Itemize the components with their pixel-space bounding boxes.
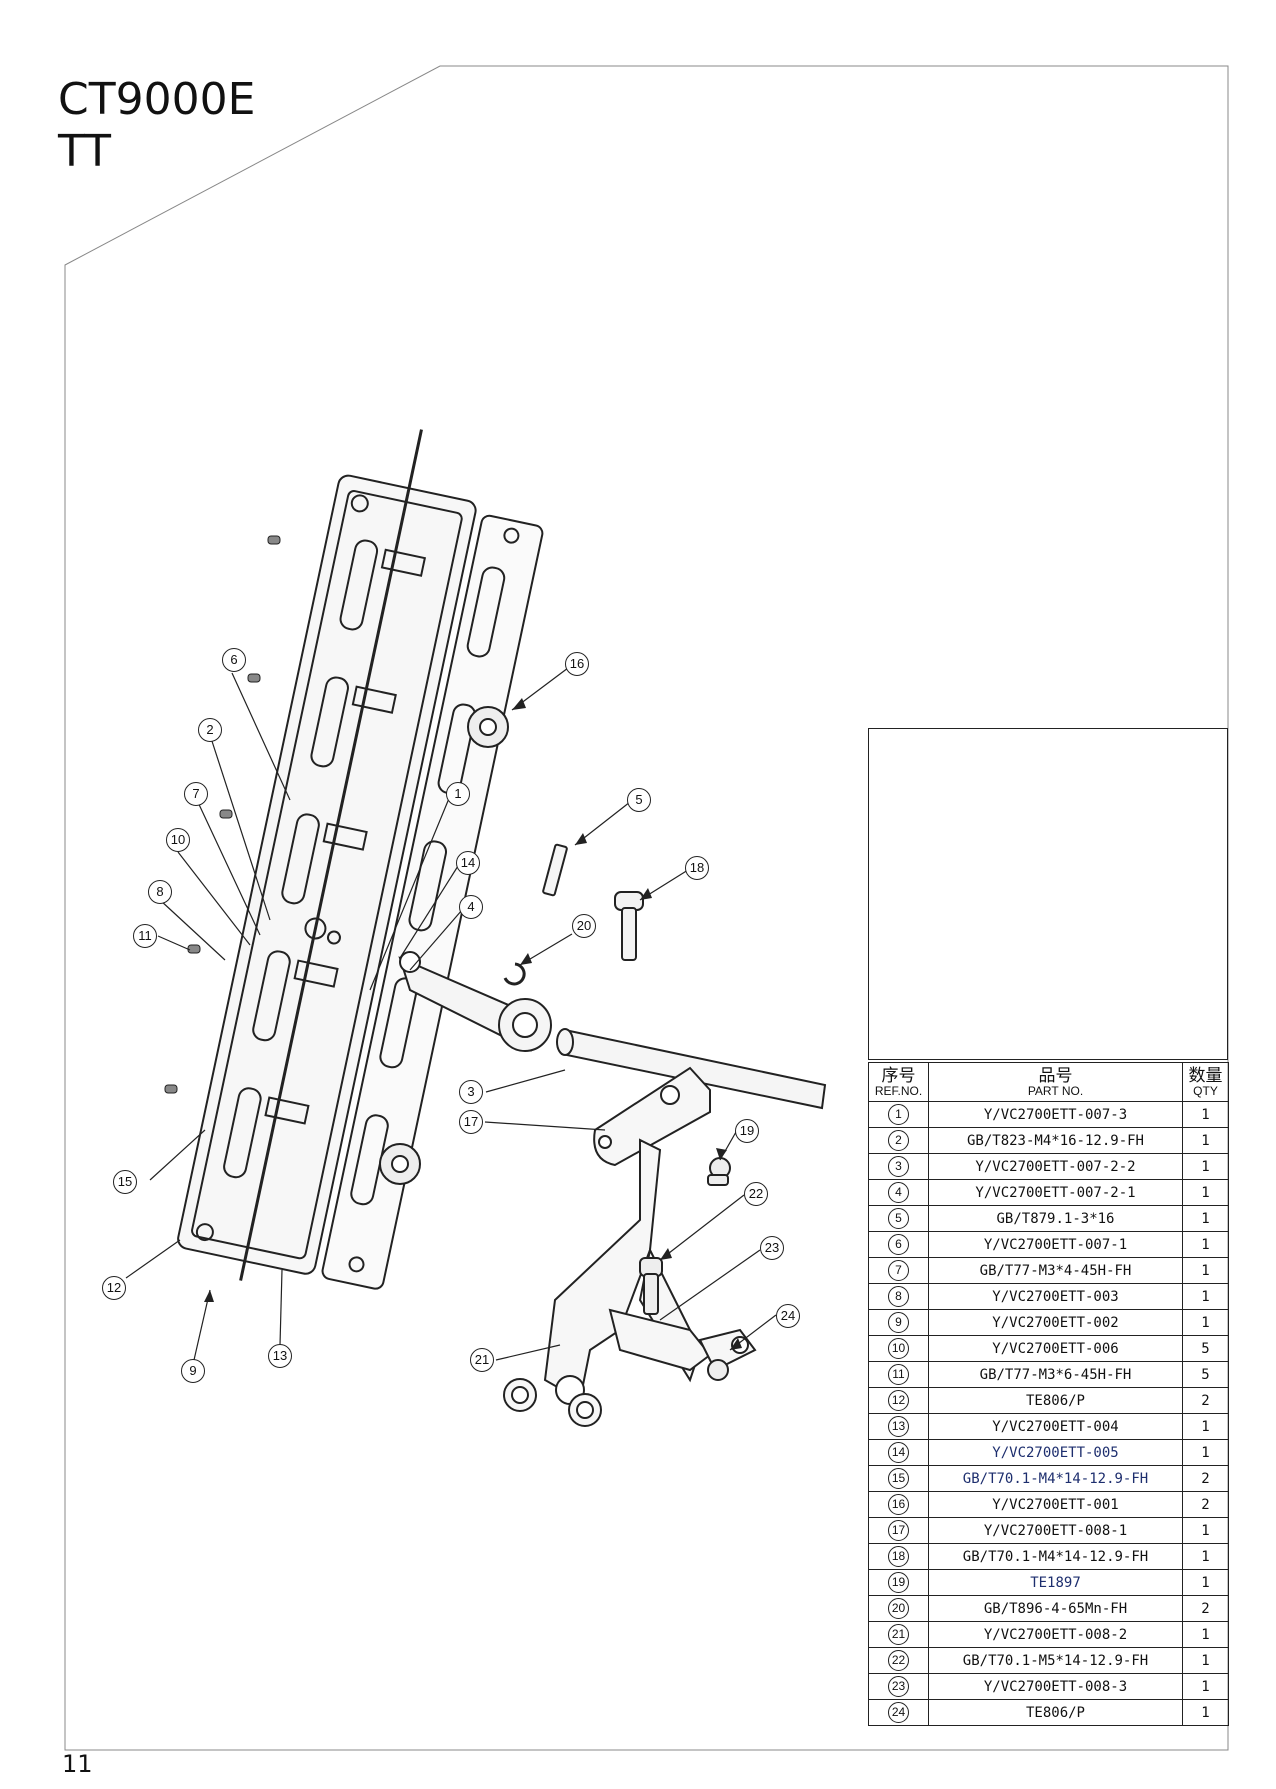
callout-22: 22: [744, 1182, 768, 1206]
main-plate-assembly: [177, 429, 544, 1290]
callout-16: 16: [565, 652, 589, 676]
pin-5: [542, 843, 568, 897]
callout-17: 17: [459, 1110, 483, 1134]
page-frame: [64, 65, 1229, 1751]
callout-5: 5: [627, 788, 651, 812]
callout-20: 20: [572, 914, 596, 938]
leader-lines: [125, 667, 777, 1361]
callout-9: 9: [181, 1359, 205, 1383]
screw-22: [639, 1257, 663, 1315]
spacer-16a: [467, 706, 509, 748]
link-arm: [398, 951, 552, 1052]
model-subtitle: TT: [58, 126, 111, 177]
callout-14: 14: [456, 851, 480, 875]
callout-19: 19: [735, 1119, 759, 1143]
callout-1: 1: [446, 782, 470, 806]
page-number: 11: [62, 1750, 93, 1778]
callout-15: 15: [113, 1170, 137, 1194]
nut-24: [707, 1359, 729, 1381]
callout-3: 3: [459, 1080, 483, 1104]
callout-2: 2: [198, 718, 222, 742]
callout-23: 23: [760, 1236, 784, 1260]
callout-4: 4: [459, 895, 483, 919]
callout-11: 11: [133, 924, 157, 948]
callout-18: 18: [685, 856, 709, 880]
callout-6: 6: [222, 648, 246, 672]
model-title: CT9000E: [58, 74, 256, 125]
callout-10: 10: [166, 828, 190, 852]
callout-8: 8: [148, 880, 172, 904]
screw-18: [614, 891, 644, 961]
shaft-3: [556, 1028, 827, 1110]
callout-21: 21: [470, 1348, 494, 1372]
callout-24: 24: [776, 1304, 800, 1328]
spacer-16b: [379, 1143, 421, 1185]
arrow-heads: [204, 698, 742, 1350]
callout-13: 13: [268, 1344, 292, 1368]
callout-7: 7: [184, 782, 208, 806]
screw-19: [707, 1157, 731, 1186]
callout-12: 12: [102, 1276, 126, 1300]
e-clip-20: [503, 962, 526, 986]
thumbnail-frame: [868, 728, 1228, 1060]
